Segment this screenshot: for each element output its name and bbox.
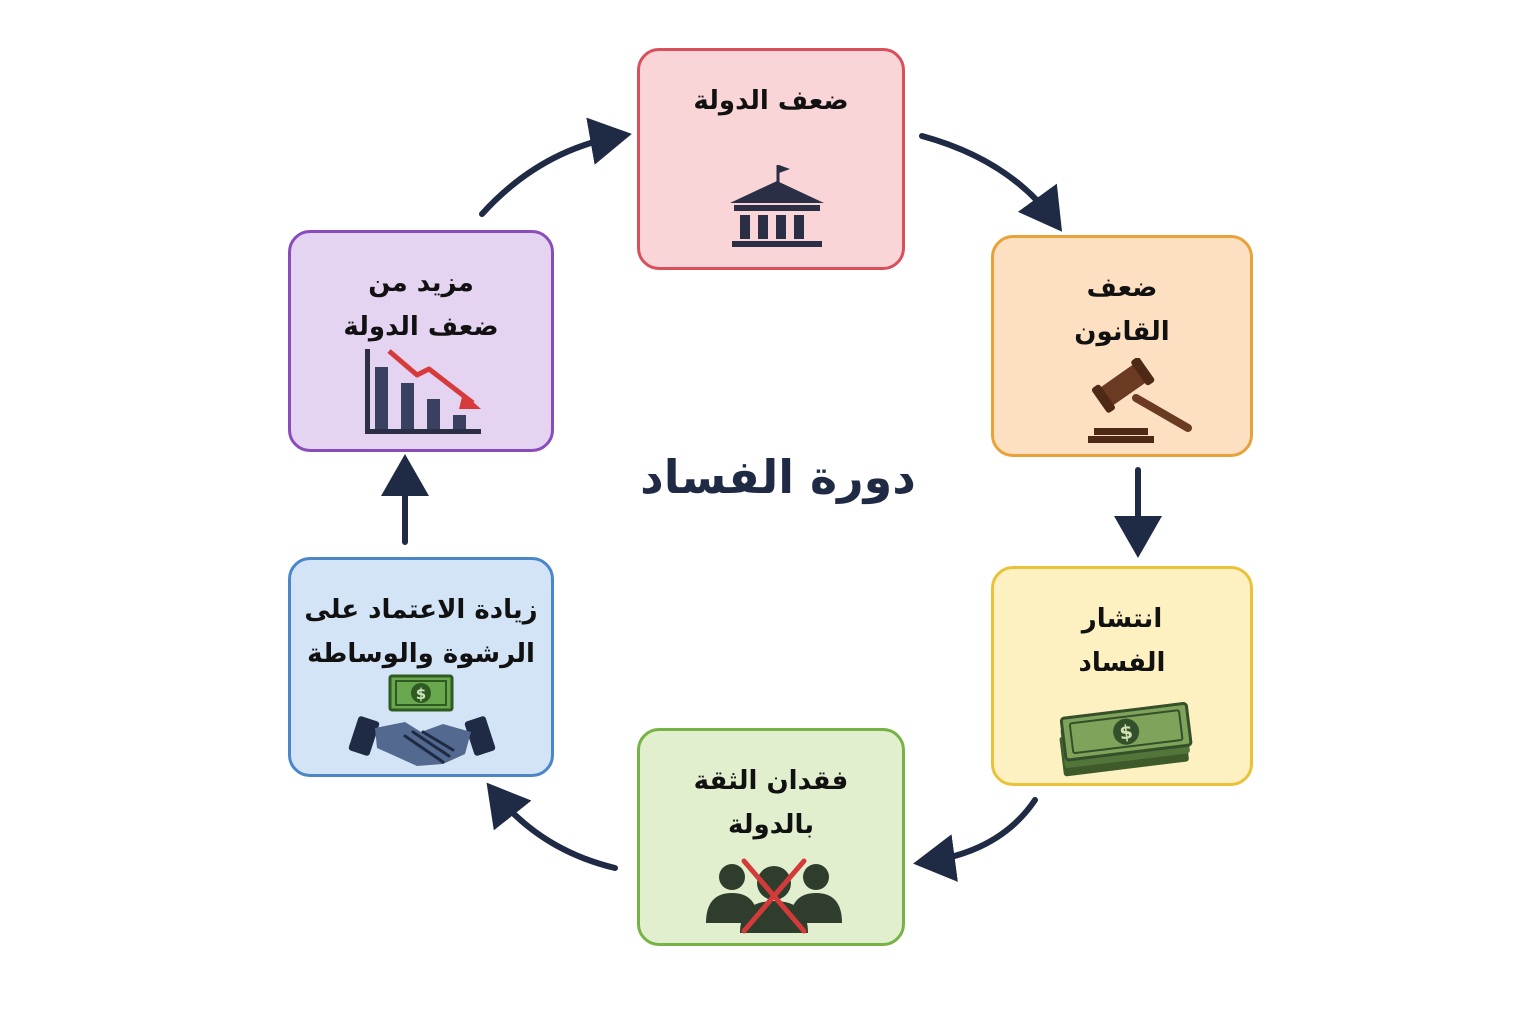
step-trust-loss: فقدان الثقة بالدولة [637,728,905,946]
step-label-line: مزيد من [368,268,474,298]
step-bribery-reliance: زيادة الاعتماد على الرشوة والوساطة $ [288,557,554,777]
arrow-corruption-to-trust [913,797,1038,882]
arrow-state-to-law [919,133,1063,232]
step-label: زيادة الاعتماد على الرشوة والوساطة [304,588,537,676]
money-stack-icon: $ [1059,702,1193,777]
step-label-line: بالدولة [728,810,814,840]
step-corruption-spread: انتشار الفساد $ [991,566,1253,786]
step-label: ضعف الدولة [693,79,848,123]
step-label-line: القانون [1074,317,1170,347]
svg-text:$: $ [416,685,426,703]
step-label: فقدان الثقة بالدولة [694,759,849,847]
step-label-line: ضعف الدولة [343,312,499,342]
step-label: ضعف القانون [1074,266,1169,354]
arrow-more-to-state [479,117,632,217]
declining-chart-icon [365,349,481,434]
step-label: انتشار الفساد [1079,597,1166,685]
step-label-line: الفساد [1078,648,1166,678]
step-label-line: ضعف [1086,273,1158,303]
cycle-title: دورة الفساد [640,450,916,504]
government-building-icon [730,165,824,247]
step-label-line: فقدان الثقة [693,766,849,796]
step-label-line: ضعف الدولة [693,86,849,116]
step-state-weakness: ضعف الدولة [637,48,905,270]
step-more-state-weakness: مزيد من ضعف الدولة [288,230,554,452]
handshake-money-icon: $ [348,674,496,766]
step-label: مزيد من ضعف الدولة [343,261,498,349]
step-label-line: الرشوة والوساطة [307,639,535,669]
step-label-line: زيادة الاعتماد على [304,595,538,625]
step-label-line: انتشار [1081,604,1163,634]
arrow-trust-to-bribery [486,782,618,871]
people-crossed-icon [706,858,842,934]
gavel-icon [1088,358,1192,443]
svg-text:$: $ [1118,721,1134,744]
step-law-weakness: ضعف القانون [991,235,1253,457]
